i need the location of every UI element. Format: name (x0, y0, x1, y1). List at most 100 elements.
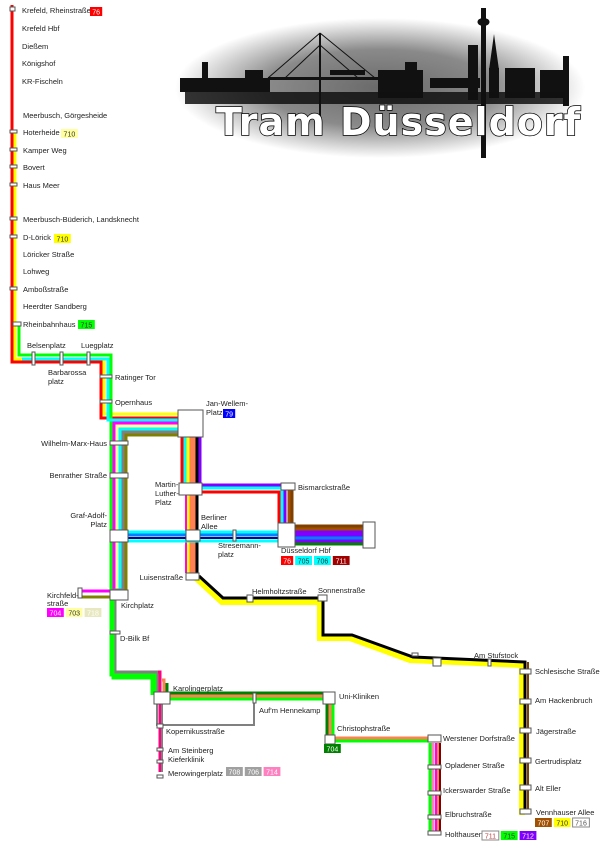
station-label[interactable]: Dießem (22, 42, 48, 51)
station-label[interactable]: Karolingerplatz (173, 684, 223, 693)
station-label[interactable]: Rheinbahnhaus (23, 320, 76, 329)
station-label[interactable]: Königshof (22, 59, 56, 68)
station-label[interactable]: Graf-Adolf- (70, 511, 107, 520)
station-label[interactable]: Düsseldorf Hbf (281, 546, 332, 555)
station-label[interactable]: Bismarckstraße (298, 483, 350, 492)
line-badge-bg (572, 817, 590, 828)
badges-holthausen: 711 715 712 (481, 830, 537, 841)
station-label[interactable]: Bovert (23, 163, 46, 172)
line-badge[interactable]: 703 (68, 611, 80, 618)
station-label[interactable]: Kirchfeld- (47, 591, 79, 600)
station-label[interactable]: D-Lörick (23, 233, 51, 242)
line-badge[interactable]: 710 (57, 237, 69, 244)
station-label[interactable]: Ickerswarder Straße (443, 786, 511, 795)
line-badge[interactable]: 706 (317, 559, 329, 566)
line-badge[interactable]: 76 (92, 10, 100, 17)
station-label[interactable]: Meerbusch-Büderich, Landsknecht (23, 215, 140, 224)
station-label[interactable]: Hoterheide (23, 128, 60, 137)
station-label[interactable]: Jägerstraße (536, 727, 576, 736)
line-badge[interactable]: 718 (87, 611, 99, 618)
station-label[interactable]: Am Hackenbruch (535, 696, 593, 705)
station-label[interactable]: Kirchplatz (121, 601, 154, 610)
badges-christophstrasse: 704 (324, 744, 341, 754)
line-badge-bg (54, 234, 71, 243)
station-label[interactable]: Amboßstraße (23, 285, 68, 294)
station-label: Luther- (155, 489, 179, 498)
line-badge[interactable]: 710 (64, 132, 76, 139)
station-label[interactable]: Uni-Kliniken (339, 692, 379, 701)
station-label[interactable]: Heerdter Sandberg (23, 302, 87, 311)
line-badge[interactable]: 705 (298, 559, 310, 566)
hbf-hub (277, 522, 296, 548)
station-label[interactable]: Lohweg (23, 267, 49, 276)
line-badge-bg (244, 767, 262, 776)
station-label[interactable]: Kieferklinik (168, 755, 205, 764)
station-label[interactable]: KR-Fischeln (22, 77, 63, 86)
station-label: platz (48, 377, 64, 386)
line-badge[interactable]: 710 (556, 821, 568, 828)
station-label[interactable]: Berliner (201, 513, 227, 522)
station-label[interactable]: Gertrudisplatz (535, 757, 582, 766)
line-badge[interactable]: 711 (485, 834, 496, 841)
station-label[interactable]: Martin- (155, 480, 179, 489)
station-label[interactable]: Löricker Straße (23, 250, 74, 259)
line-badge-bg (481, 830, 500, 841)
station-label[interactable]: Elbruchstraße (445, 810, 492, 819)
line-badge-bg (519, 831, 537, 840)
station-label: Platz (206, 408, 223, 417)
station-label[interactable]: Am Stufstock (474, 651, 518, 660)
station-label[interactable]: Haus Meer (23, 181, 60, 190)
station-label[interactable]: Helmholtzstraße (252, 587, 307, 596)
tram-lines (10, 5, 529, 833)
station-label[interactable]: Werstener Dorfstraße (443, 734, 515, 743)
line-badge[interactable]: 707 (538, 821, 550, 828)
station-label[interactable]: Meerbusch, Görgesheide (23, 111, 107, 120)
station-label[interactable]: Auf'm Hennekamp (259, 706, 320, 715)
line-badge-bg (65, 608, 83, 617)
station-label[interactable]: Kopernikusstraße (166, 727, 225, 736)
line-badge[interactable]: 708 (229, 770, 241, 777)
line-badge[interactable]: 76 (283, 559, 291, 566)
station-label[interactable]: Belsenplatz (27, 341, 66, 350)
station-label[interactable]: Christophstraße (337, 724, 390, 733)
station-label[interactable]: Opladener Straße (445, 761, 505, 770)
station-label[interactable]: Wilhelm-Marx-Haus (41, 439, 107, 448)
line-badge[interactable]: 704 (50, 611, 62, 618)
station-label[interactable]: Opernhaus (115, 398, 152, 407)
station-label[interactable]: Luegplatz (81, 341, 114, 350)
station-label[interactable]: Jan-Wellem- (206, 399, 248, 408)
line-badge[interactable]: 716 (575, 821, 587, 828)
station-label[interactable]: Luisenstraße (140, 573, 183, 582)
station-label[interactable]: Benrather Straße (49, 471, 107, 480)
station-label[interactable]: Krefeld, Rheinstraße (22, 6, 91, 15)
station-label[interactable]: Alt Eller (535, 784, 561, 793)
station-label[interactable]: Kamper Weg (23, 146, 67, 155)
line-badge[interactable]: 712 (522, 834, 534, 841)
station-label[interactable]: Schlesische Straße (535, 667, 600, 676)
jan-wellem-platz-hub (177, 409, 204, 438)
line-badge[interactable]: 711 (336, 559, 347, 566)
station-label[interactable]: Stresemann- (218, 541, 261, 550)
line-badge[interactable]: 715 (503, 834, 515, 841)
station-label[interactable]: D-Bilk Bf (120, 634, 150, 643)
station-label[interactable]: Ratinger Tor (115, 373, 156, 382)
station-label[interactable]: Holthausen (445, 830, 483, 839)
station-label[interactable]: Krefeld Hbf (22, 24, 60, 33)
line-badge-bg (223, 409, 236, 418)
logo-banner: Tram Düsseldorf (175, 8, 585, 158)
line-badge-bg (263, 767, 281, 776)
station-label[interactable]: Barbarossa (48, 368, 87, 377)
line-cyan-north (22, 357, 178, 422)
line-badge[interactable]: 714 (266, 770, 278, 777)
station-label[interactable]: Vennhauser Allee (536, 808, 594, 817)
line-badge-bg (535, 818, 552, 827)
line-badge[interactable]: 79 (225, 412, 233, 419)
line-badge[interactable]: 706 (247, 770, 259, 777)
station-label[interactable]: Sonnenstraße (318, 586, 365, 595)
line-badge[interactable]: 715 (81, 323, 93, 330)
line-badge-bg (78, 320, 95, 329)
line-badge[interactable]: 704 (327, 747, 339, 754)
station-label[interactable]: Merowingerplatz (168, 769, 223, 778)
station-label[interactable]: Am Steinberg (168, 746, 213, 755)
